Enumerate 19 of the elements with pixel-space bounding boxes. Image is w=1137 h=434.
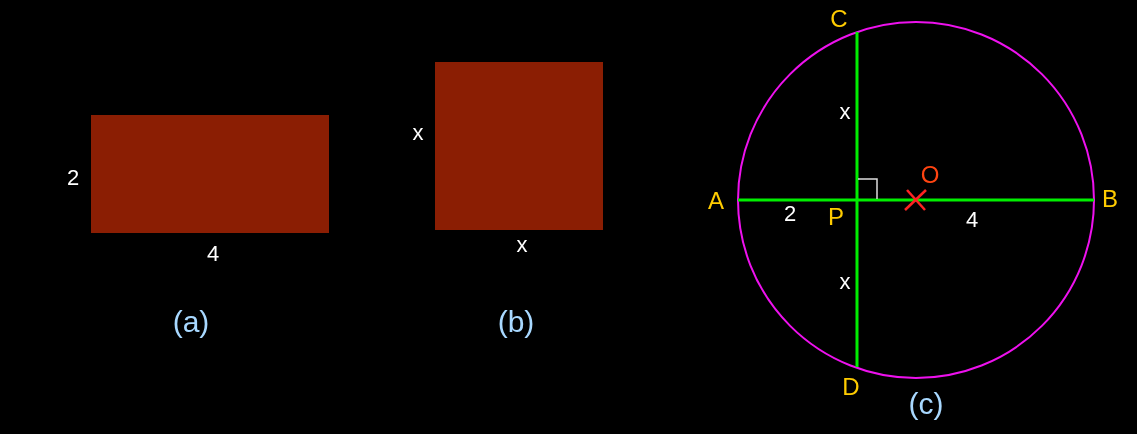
length-label: 4 bbox=[965, 209, 979, 231]
figure-label: (c) bbox=[908, 389, 944, 419]
length-label: 4 bbox=[206, 243, 220, 265]
figure-label: (a) bbox=[172, 307, 210, 337]
point-label: O bbox=[920, 163, 940, 187]
point-label: C bbox=[830, 7, 848, 31]
length-label: x bbox=[839, 101, 851, 123]
point-label: A bbox=[708, 189, 724, 213]
length-label: 2 bbox=[66, 167, 80, 189]
point-label: P bbox=[828, 205, 844, 229]
square-shape bbox=[435, 62, 603, 230]
length-label: x bbox=[412, 122, 424, 144]
rectangle-shape bbox=[91, 115, 329, 233]
length-label: x bbox=[516, 234, 528, 256]
figure-label: (b) bbox=[497, 307, 535, 337]
point-label: B bbox=[1102, 187, 1118, 211]
length-label: 2 bbox=[783, 203, 797, 225]
length-label: x bbox=[839, 271, 851, 293]
point-label: D bbox=[842, 375, 860, 399]
